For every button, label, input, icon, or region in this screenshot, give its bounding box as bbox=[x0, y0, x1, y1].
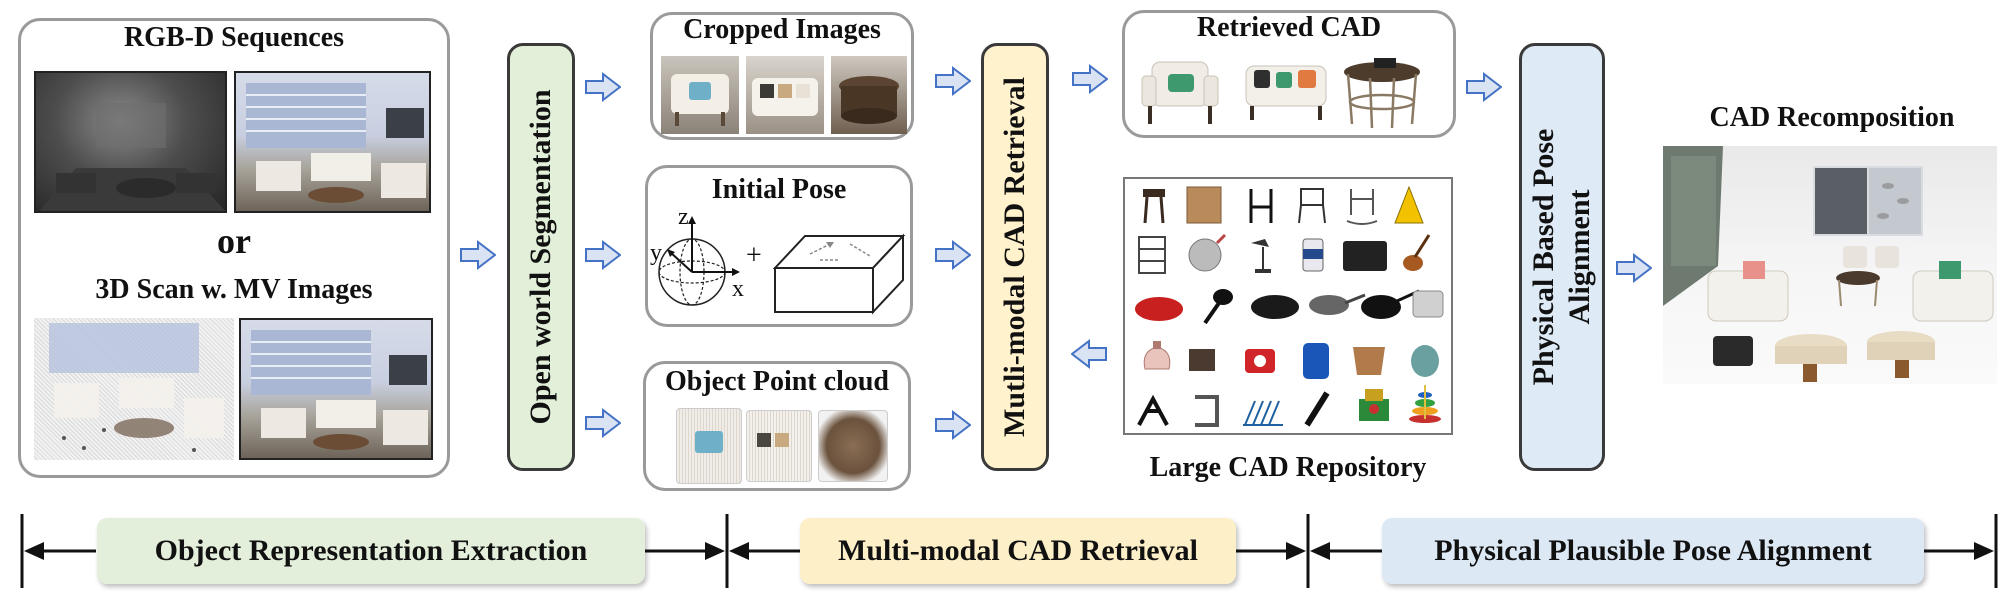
arrow-icon bbox=[585, 408, 621, 438]
alignment-label: Physical Based Pose Alignment bbox=[1526, 129, 1598, 386]
pc-table bbox=[818, 410, 888, 482]
recomposition-title: CAD Recomposition bbox=[1709, 102, 1955, 133]
arrow-icon bbox=[935, 66, 971, 96]
plus-label: + bbox=[746, 240, 762, 271]
arrow-icon bbox=[1616, 253, 1652, 283]
arrow-icon bbox=[585, 72, 621, 102]
retrieval-label: Mutli-modal CAD Retrieval bbox=[998, 77, 1031, 437]
stage-timeline bbox=[20, 514, 1998, 588]
retrieved-cad-models bbox=[1141, 58, 1420, 129]
crop-armchair bbox=[661, 56, 739, 134]
axis-x-label: x bbox=[732, 276, 744, 302]
alignment-label-line1: Physical Based Pose bbox=[1527, 128, 1560, 386]
arrow-icon bbox=[585, 240, 621, 270]
alignment-label-line2: Alignment bbox=[1563, 189, 1596, 325]
pointcloud-title: Object Point cloud bbox=[665, 366, 889, 397]
arrow-left-icon bbox=[1071, 339, 1107, 369]
stage-cad-retrieval: Multi-modal CAD Retrieval bbox=[800, 518, 1236, 584]
axis-y-label: y bbox=[650, 240, 662, 266]
or-label: or bbox=[217, 221, 251, 261]
stage-object-representation: Object Representation Extraction bbox=[97, 518, 645, 584]
arrow-icon bbox=[460, 240, 496, 270]
depth-image bbox=[34, 71, 227, 213]
axis-z-label: z bbox=[678, 204, 689, 230]
arrow-icon bbox=[1072, 64, 1108, 94]
retrieved-title: Retrieved CAD bbox=[1196, 12, 1382, 43]
pc-sofa bbox=[746, 410, 812, 482]
retrieval-bar: Mutli-modal CAD Retrieval bbox=[981, 43, 1049, 471]
cropped-title: Cropped Images bbox=[683, 14, 881, 45]
segmentation-label: Open world Segmentation bbox=[524, 89, 557, 425]
rgbd-title: RGB-D Sequences bbox=[123, 22, 345, 53]
arrow-icon bbox=[935, 240, 971, 270]
pc-armchair bbox=[676, 408, 742, 484]
rgb-image-1 bbox=[234, 71, 431, 213]
recomposition-render bbox=[1663, 146, 1997, 384]
stage-pose-alignment: Physical Plausible Pose Alignment bbox=[1382, 518, 1924, 584]
alignment-bar: Physical Based Pose Alignment bbox=[1519, 43, 1605, 471]
pose-axes-diagram bbox=[658, 216, 906, 315]
scan-title: 3D Scan w. MV Images bbox=[95, 274, 373, 305]
point-scan-image bbox=[34, 318, 234, 460]
repository-label: Large CAD Repository bbox=[1149, 452, 1427, 483]
arrow-icon bbox=[935, 410, 971, 440]
arrow-icon bbox=[1466, 72, 1502, 102]
crop-sofa bbox=[746, 56, 824, 134]
rgb-image-2 bbox=[239, 318, 433, 460]
cad-repository-grid bbox=[1123, 177, 1453, 435]
crop-table bbox=[831, 56, 907, 134]
pose-title: Initial Pose bbox=[711, 174, 847, 205]
segmentation-bar: Open world Segmentation bbox=[507, 43, 575, 471]
